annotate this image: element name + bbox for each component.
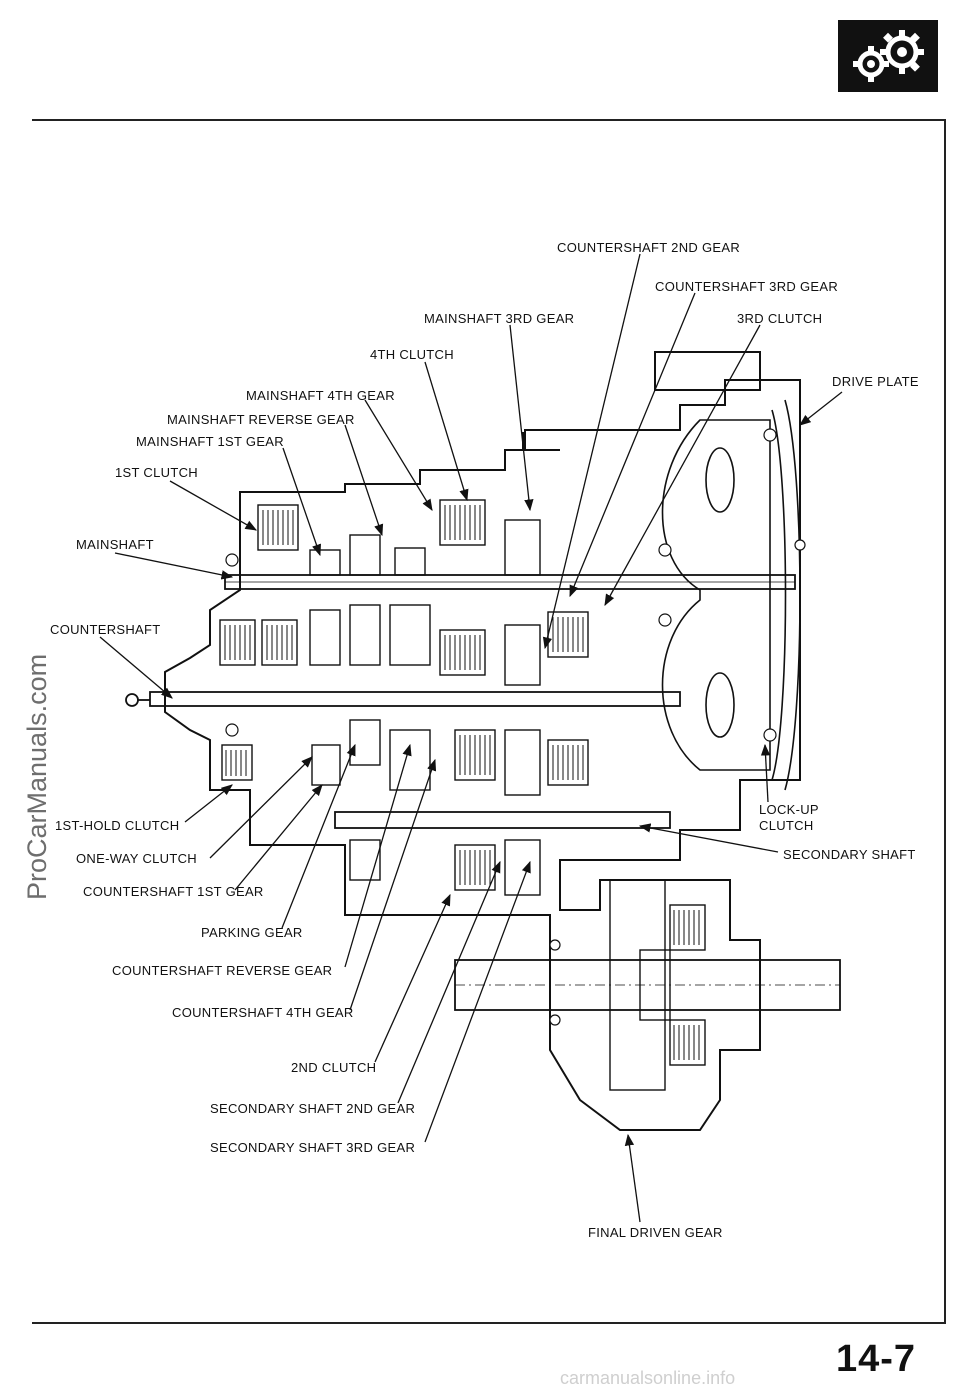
footer-watermark: carmanualsonline.info xyxy=(560,1368,736,1388)
clutch-packs xyxy=(219,499,706,1066)
leader-countershaft-2nd-gear xyxy=(542,253,641,650)
label-mainshaft-reverse-gear: MAINSHAFT REVERSE GEAR xyxy=(167,412,355,427)
leader-parking-gear xyxy=(281,743,356,929)
label-mainshaft: MAINSHAFT xyxy=(76,537,154,552)
label-mainshaft-3rd-gear: MAINSHAFT 3RD GEAR xyxy=(424,311,575,326)
bearings xyxy=(225,428,806,1026)
clutch-plate-lines xyxy=(224,505,700,1060)
leader-secondary-shaft-2nd-gear xyxy=(397,860,501,1104)
leader-mainshaft-3rd-gear xyxy=(509,324,534,512)
leader-3rd-clutch xyxy=(604,324,761,607)
leader-secondary-shaft-3rd-gear xyxy=(424,860,531,1143)
label-secondary-shaft-3rd-gear: SECONDARY SHAFT 3RD GEAR xyxy=(210,1140,416,1155)
leader-one-way-clutch xyxy=(209,756,313,859)
label-final-driven-gear: FINAL DRIVEN GEAR xyxy=(588,1225,723,1240)
mainshaft xyxy=(224,574,796,590)
leader-4th-clutch xyxy=(424,361,469,502)
leader-lines xyxy=(99,253,843,1223)
leader-2nd-clutch xyxy=(374,893,451,1063)
side-watermark: ProCarManuals.com xyxy=(22,653,52,900)
final-drive-shaft xyxy=(454,959,841,1011)
leader-mainshaft-1st-gear xyxy=(282,447,321,557)
label-one-way-clutch: ONE-WAY CLUTCH xyxy=(76,851,197,866)
label-parking-gear: PARKING GEAR xyxy=(201,925,303,940)
label-mainshaft-4th-gear: MAINSHAFT 4TH GEAR xyxy=(246,388,395,403)
right-rule xyxy=(944,119,946,1324)
leader-countershaft-3rd-gear xyxy=(569,292,696,598)
label-3rd-clutch: 3RD CLUTCH xyxy=(737,311,823,326)
leader-countershaft xyxy=(99,636,173,699)
label-secondary-shaft: SECONDARY SHAFT xyxy=(783,847,916,862)
bottom-rule xyxy=(32,1322,946,1324)
countershaft xyxy=(125,691,681,707)
page-number: 14-7 xyxy=(836,1338,917,1380)
label-1st-clutch: 1ST CLUTCH xyxy=(115,465,198,480)
leader-drive-plate xyxy=(799,391,843,426)
leader-countershaft-1st-gear xyxy=(234,784,323,891)
label-lockup-clutch-line1: LOCK-UP xyxy=(759,802,819,817)
label-lockup-clutch-line2: CLUTCH xyxy=(759,818,814,833)
gears-icon xyxy=(838,20,938,92)
label-countershaft: COUNTERSHAFT xyxy=(50,622,161,637)
leader-countershaft-reverse-gear xyxy=(344,743,412,968)
label-1st-hold-clutch: 1ST-HOLD CLUTCH xyxy=(55,818,180,833)
top-rule xyxy=(32,119,946,121)
label-drive-plate: DRIVE PLATE xyxy=(832,374,919,389)
leader-countershaft-4th-gear xyxy=(349,758,437,1011)
leader-secondary-shaft xyxy=(638,823,779,853)
label-countershaft-reverse-gear: COUNTERSHAFT REVERSE GEAR xyxy=(112,963,333,978)
label-4th-clutch: 4TH CLUTCH xyxy=(370,347,454,362)
leader-lockup-clutch xyxy=(760,743,771,803)
label-2nd-clutch: 2ND CLUTCH xyxy=(291,1060,377,1075)
label-countershaft-4th-gear: COUNTERSHAFT 4TH GEAR xyxy=(172,1005,354,1020)
secondary-shaft xyxy=(334,811,671,829)
leader-1st-hold-clutch xyxy=(184,784,233,823)
converter-housing xyxy=(661,399,801,791)
label-secondary-shaft-2nd-gear: SECONDARY SHAFT 2ND GEAR xyxy=(210,1101,416,1116)
leader-final-driven-gear xyxy=(624,1133,641,1223)
leader-mainshaft-reverse-gear xyxy=(344,424,384,537)
leader-mainshaft-4th-gear xyxy=(364,399,433,511)
label-countershaft-1st-gear: COUNTERSHAFT 1ST GEAR xyxy=(83,884,264,899)
label-countershaft-2nd-gear: COUNTERSHAFT 2ND GEAR xyxy=(557,240,741,255)
leader-mainshaft xyxy=(114,552,234,580)
gears xyxy=(309,519,671,1091)
label-countershaft-3rd-gear: COUNTERSHAFT 3RD GEAR xyxy=(655,279,839,294)
leader-1st-clutch xyxy=(169,480,258,531)
label-mainshaft-1st-gear: MAINSHAFT 1ST GEAR xyxy=(136,434,284,449)
